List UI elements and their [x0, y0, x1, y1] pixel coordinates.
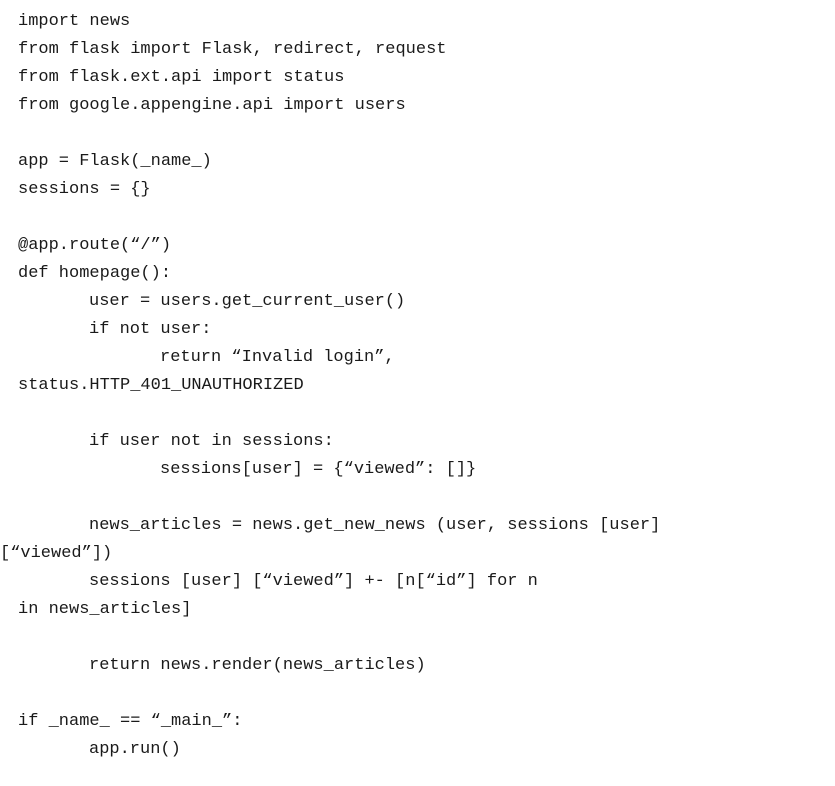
- code-line: sessions = {}: [18, 180, 151, 199]
- code-line: from google.appengine.api import users: [18, 96, 406, 115]
- code-line: from flask import Flask, redirect, reque…: [18, 40, 447, 59]
- code-line: [18, 120, 828, 148]
- code-line: [“viewed”]): [0, 544, 113, 563]
- code-line: news_articles = news.get_new_news (user,…: [89, 516, 661, 535]
- code-line: if _name_ == “_main_”:: [18, 712, 243, 731]
- code-line: user = users.get_current_user(): [89, 292, 406, 311]
- code-line: def homepage():: [18, 264, 172, 283]
- code-line: return news.render(news_articles): [89, 656, 426, 675]
- code-line: sessions[user] = {“viewed”: []}: [160, 460, 477, 479]
- code-line: if user not in sessions:: [89, 432, 334, 451]
- code-line: sessions [user] [“viewed”] +- [n[“id”] f…: [89, 572, 538, 591]
- code-line: [18, 624, 828, 652]
- code-line: import news: [18, 12, 131, 31]
- code-line: from flask.ext.api import status: [18, 68, 345, 87]
- code-line: in news_articles]: [18, 600, 192, 619]
- code-line: if not user:: [89, 320, 212, 339]
- code-line: app.run(): [89, 740, 181, 759]
- code-line: return “Invalid login”,: [160, 348, 395, 367]
- code-line: app = Flask(_name_): [18, 152, 212, 171]
- code-line: [18, 484, 828, 512]
- code-line: @app.route(“/”): [18, 236, 172, 255]
- code-line: [18, 204, 828, 232]
- code-line: status.HTTP_401_UNAUTHORIZED: [18, 376, 304, 395]
- code-line: [18, 680, 828, 708]
- code-line: [18, 400, 828, 428]
- code-listing: import news from flask import Flask, red…: [0, 8, 828, 764]
